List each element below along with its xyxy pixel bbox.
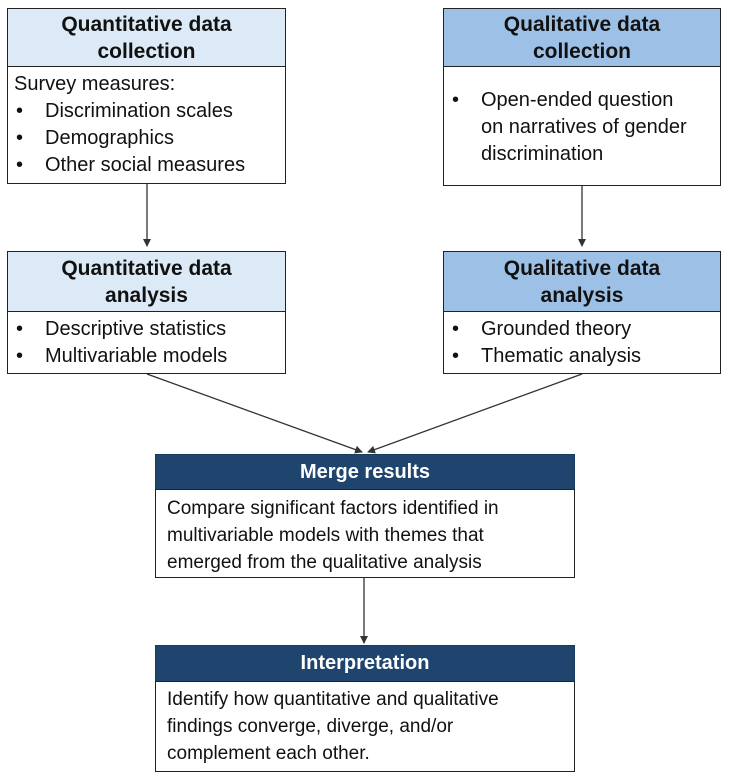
interpretation-header: Interpretation	[155, 645, 575, 682]
list-item-label: Multivariable models	[45, 345, 228, 367]
bullet-icon: •	[16, 154, 24, 176]
quant-collection-title-line1: Quantitative data	[61, 12, 232, 36]
merge-results-header: Merge results	[155, 454, 575, 490]
arrow-quant-analysis-to-merge	[146, 373, 363, 454]
list-item: • Thematic analysis	[450, 343, 716, 370]
list-item-line: on narratives of gender	[481, 116, 687, 138]
quant-analysis-content: • Descriptive statistics • Multivariable…	[14, 316, 282, 370]
list-item-label: Discrimination scales	[45, 100, 233, 122]
quant-collection-list: • Discrimination scales • Demographics •…	[14, 98, 282, 179]
qual-collection-title-line1: Qualitative data	[503, 12, 661, 36]
merge-results-title: Merge results	[299, 460, 431, 483]
list-item-line: Open-ended question	[481, 89, 674, 111]
interpretation-content: Identify how quantitative and qualitativ…	[167, 686, 571, 767]
list-item-label: Other social measures	[45, 154, 246, 176]
list-item: • Multivariable models	[14, 343, 282, 370]
merge-results-line: multivariable models with themes that	[167, 525, 484, 546]
qual-analysis-title-line1: Qualitative data	[503, 256, 661, 280]
qual-analysis-title-line2: analysis	[540, 283, 624, 307]
list-item-line: discrimination	[481, 143, 604, 165]
bullet-icon: •	[452, 89, 460, 111]
interpretation-line: complement each other.	[167, 743, 370, 764]
merge-results-body	[155, 489, 575, 578]
interpretation-body	[155, 681, 575, 772]
list-item-label: Demographics	[45, 127, 174, 149]
list-item: • Descriptive statistics	[14, 316, 282, 343]
list-item: • Demographics	[14, 125, 282, 152]
quant-collection-header: Quantitative data collection	[7, 8, 286, 67]
quant-analysis-body	[7, 311, 286, 374]
quant-analysis-header: Quantitative data analysis	[7, 251, 286, 312]
list-item-label: Grounded theory	[481, 318, 632, 340]
qual-collection-title-line2: collection	[532, 39, 631, 63]
list-item-label: Descriptive statistics	[45, 318, 227, 340]
list-item: • Grounded theory	[450, 316, 716, 343]
bullet-icon: •	[452, 318, 460, 340]
bullet-icon: •	[16, 318, 24, 340]
list-item: • Open-ended question on narratives of g…	[450, 87, 716, 168]
qual-analysis-header: Qualitative data analysis	[443, 251, 721, 312]
merge-results-line: emerged from the qualitative analysis	[167, 552, 482, 573]
qual-collection-list: • Open-ended question on narratives of g…	[450, 87, 716, 168]
list-item: • Discrimination scales	[14, 98, 282, 125]
list-item-label: Thematic analysis	[481, 345, 642, 367]
bullet-icon: •	[16, 345, 24, 367]
quant-collection-body	[7, 66, 286, 184]
bullet-icon: •	[16, 100, 24, 122]
qual-analysis-content: • Grounded theory • Thematic analysis	[450, 316, 716, 370]
list-item: • Other social measures	[14, 152, 282, 179]
interpretation-title: Interpretation	[300, 652, 430, 674]
quant-analysis-title-line1: Quantitative data	[61, 256, 232, 280]
quant-collection-content: Survey measures: • Discrimination scales…	[14, 71, 282, 179]
qual-analysis-list: • Grounded theory • Thematic analysis	[450, 316, 716, 370]
merge-results-content: Compare significant factors identified i…	[167, 495, 571, 576]
interpretation-line: Identify how quantitative and qualitativ…	[167, 689, 499, 710]
quant-analysis-title-line2: analysis	[105, 283, 188, 307]
quant-collection-title-line2: collection	[97, 39, 196, 63]
merge-results-line: Compare significant factors identified i…	[167, 498, 499, 519]
qual-collection-body	[443, 66, 721, 186]
qual-collection-content: • Open-ended question on narratives of g…	[450, 87, 716, 168]
bullet-icon: •	[16, 127, 24, 149]
interpretation-line: findings converge, diverge, and/or	[167, 716, 454, 737]
qual-collection-header: Qualitative data collection	[443, 8, 721, 67]
qual-analysis-body	[443, 311, 721, 374]
arrow-qual-analysis-to-merge	[367, 373, 583, 454]
quant-collection-intro: Survey measures:	[14, 73, 176, 95]
bullet-icon: •	[452, 345, 460, 367]
quant-analysis-list: • Descriptive statistics • Multivariable…	[14, 316, 282, 370]
